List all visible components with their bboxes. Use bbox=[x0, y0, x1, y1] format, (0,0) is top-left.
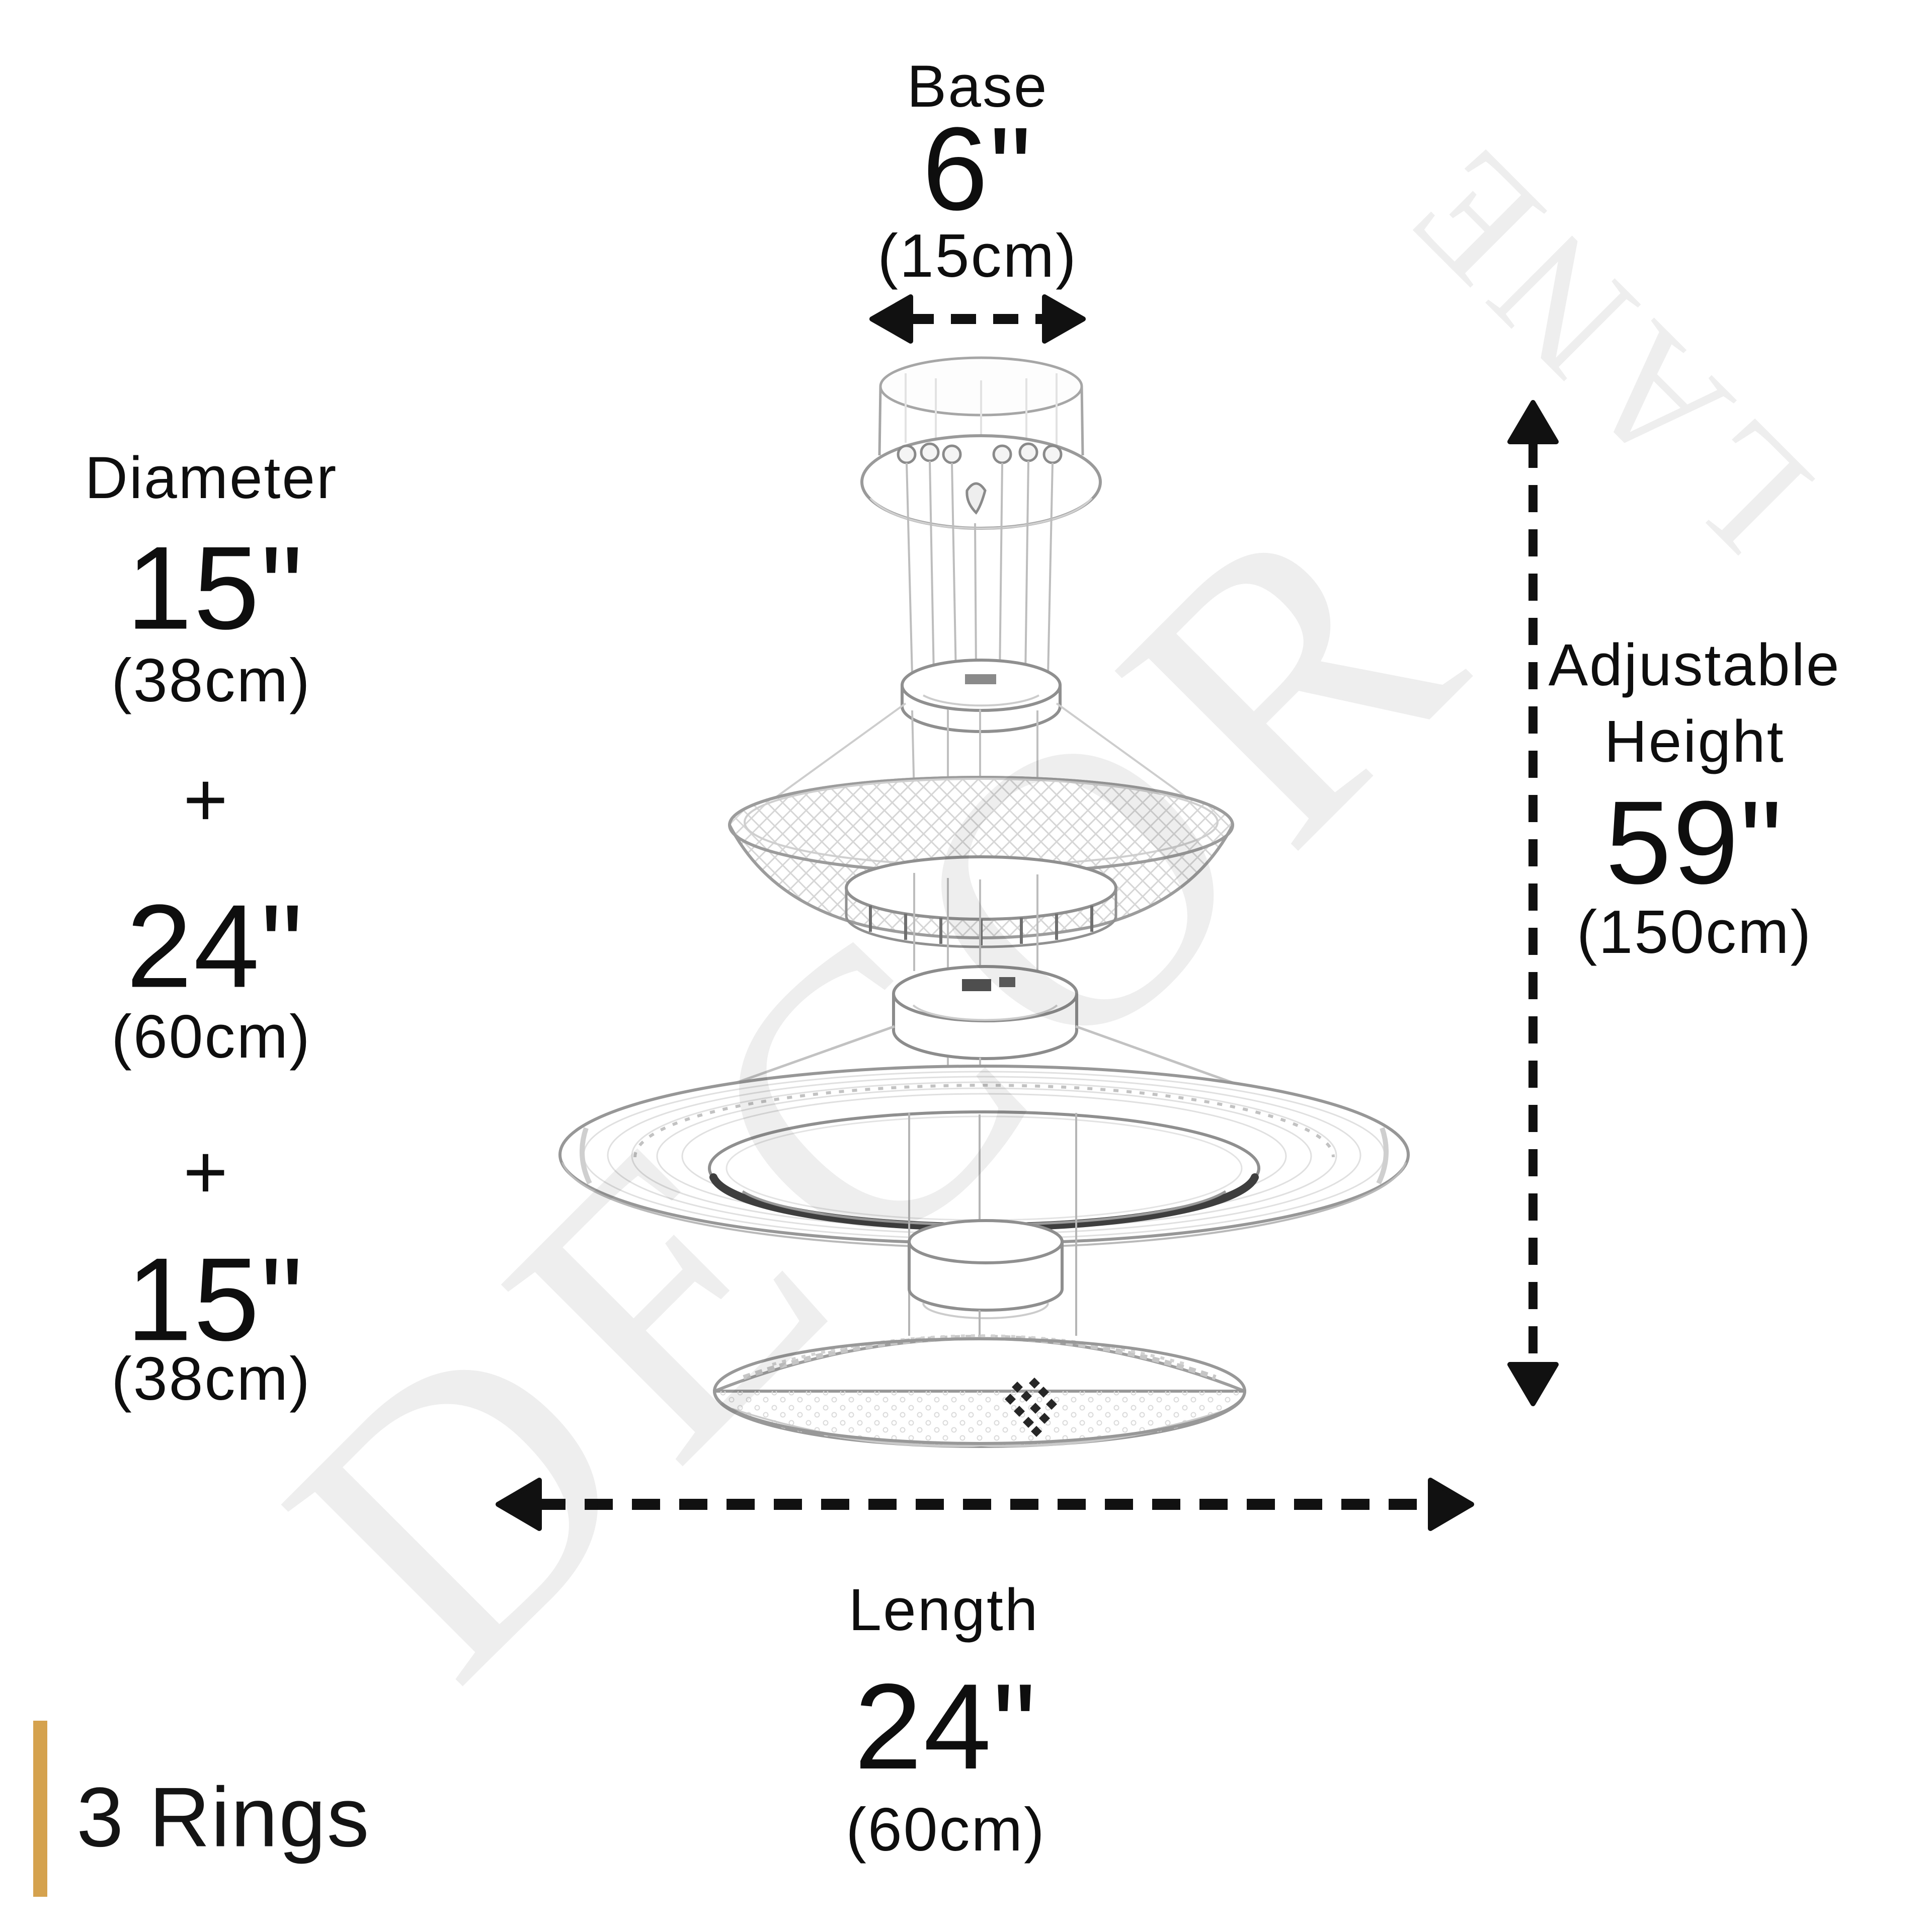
bottom-shade-sketch bbox=[712, 1334, 1247, 1448]
adjustable-height-inches: 59" bbox=[1605, 776, 1784, 909]
diameter-ring1-cm: (38cm) bbox=[111, 646, 311, 714]
adjustable-height-label-line1: Adjustable bbox=[1548, 632, 1841, 698]
base-width-arrow bbox=[869, 294, 1086, 344]
cables-ring1 bbox=[763, 702, 1199, 807]
diameter-ring1-inches: 15" bbox=[126, 521, 304, 654]
center-drum-sketch bbox=[908, 1219, 1064, 1338]
height-arrow bbox=[1507, 400, 1559, 1406]
adjustable-height-cm: (150cm) bbox=[1576, 898, 1813, 966]
variant-accent-bar bbox=[33, 1721, 47, 1897]
hub-ring-2 bbox=[597, 965, 1371, 1134]
diameter-label: Diameter bbox=[85, 445, 338, 511]
length-label: Length bbox=[848, 1577, 1039, 1643]
plus-sign-2: + bbox=[183, 1129, 229, 1215]
top-shade-sketch bbox=[728, 776, 1235, 971]
hub-ring-1 bbox=[901, 659, 1062, 733]
base-cm-value: (15cm) bbox=[877, 221, 1078, 290]
base-label: Base bbox=[907, 53, 1049, 120]
dark-weave-patch bbox=[1005, 1378, 1057, 1437]
diameter-ring3-cm: (38cm) bbox=[111, 1344, 311, 1413]
adjustable-height-label-line2: Height bbox=[1604, 708, 1785, 775]
canopy-sketch bbox=[860, 356, 1102, 530]
suspension-cables-top bbox=[906, 460, 1054, 676]
variant-label: 3 Rings bbox=[76, 1769, 370, 1865]
diameter-ring2-cm: (60cm) bbox=[111, 1002, 311, 1071]
plus-sign-1: + bbox=[183, 757, 229, 843]
length-arrow bbox=[496, 1478, 1474, 1531]
length-inches-value: 24" bbox=[854, 1659, 1038, 1795]
diameter-ring3-inches: 15" bbox=[126, 1233, 304, 1365]
diameter-ring2-inches: 24" bbox=[126, 879, 304, 1012]
base-inches-value: 6" bbox=[922, 102, 1033, 235]
length-cm-value: (60cm) bbox=[846, 1795, 1046, 1864]
